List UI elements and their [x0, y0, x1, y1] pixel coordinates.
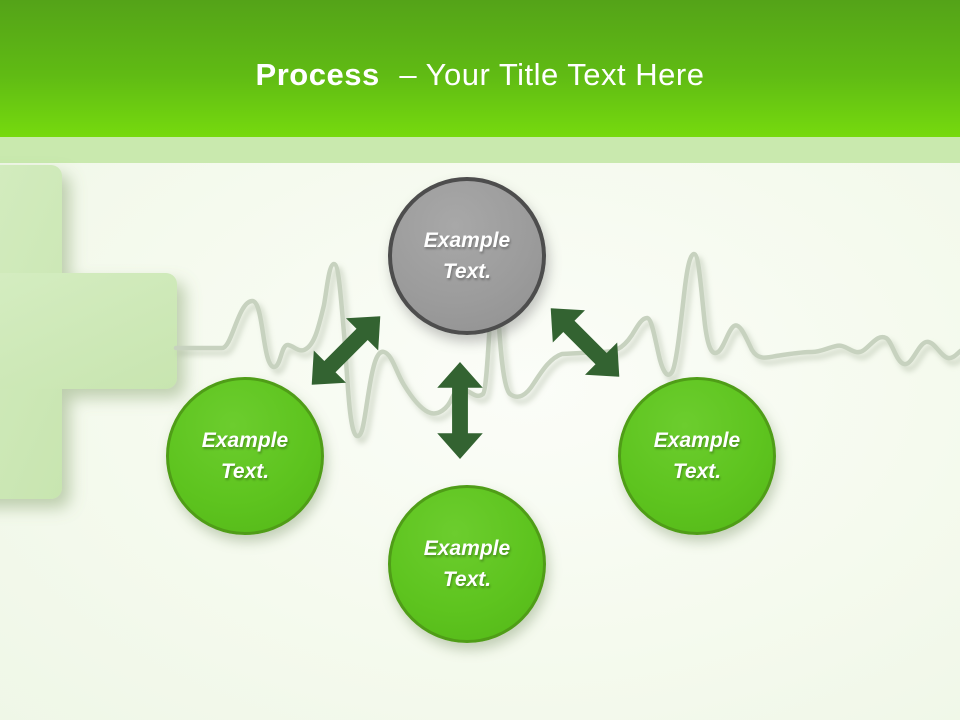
process-node-top: Example Text.: [388, 177, 546, 335]
node-label-line2: Text.: [442, 568, 492, 591]
title-subtext: – Your Title Text Here: [399, 56, 705, 92]
slide-header: Process – Your Title Text Here: [0, 0, 960, 137]
connector-arrow-top-to-bottom: [437, 362, 483, 459]
double-arrow-icon: [437, 362, 483, 459]
node-label-line1: Example: [201, 428, 289, 452]
process-node-bottom: Example Text.: [388, 485, 546, 643]
page-title: Process – Your Title Text Here: [256, 45, 705, 93]
node-label-line2: Text.: [672, 460, 722, 483]
process-node-left: Example Text.: [166, 377, 324, 535]
process-node-right: Example Text.: [618, 377, 776, 535]
header-accent-strip: [0, 137, 960, 163]
node-label-line1: Example: [423, 228, 511, 252]
node-label-line1: Example: [653, 428, 741, 452]
title-keyword: Process: [255, 56, 380, 92]
node-label-line2: Text.: [220, 460, 270, 483]
node-label-line2: Text.: [442, 260, 492, 283]
node-label-line1: Example: [423, 536, 511, 560]
